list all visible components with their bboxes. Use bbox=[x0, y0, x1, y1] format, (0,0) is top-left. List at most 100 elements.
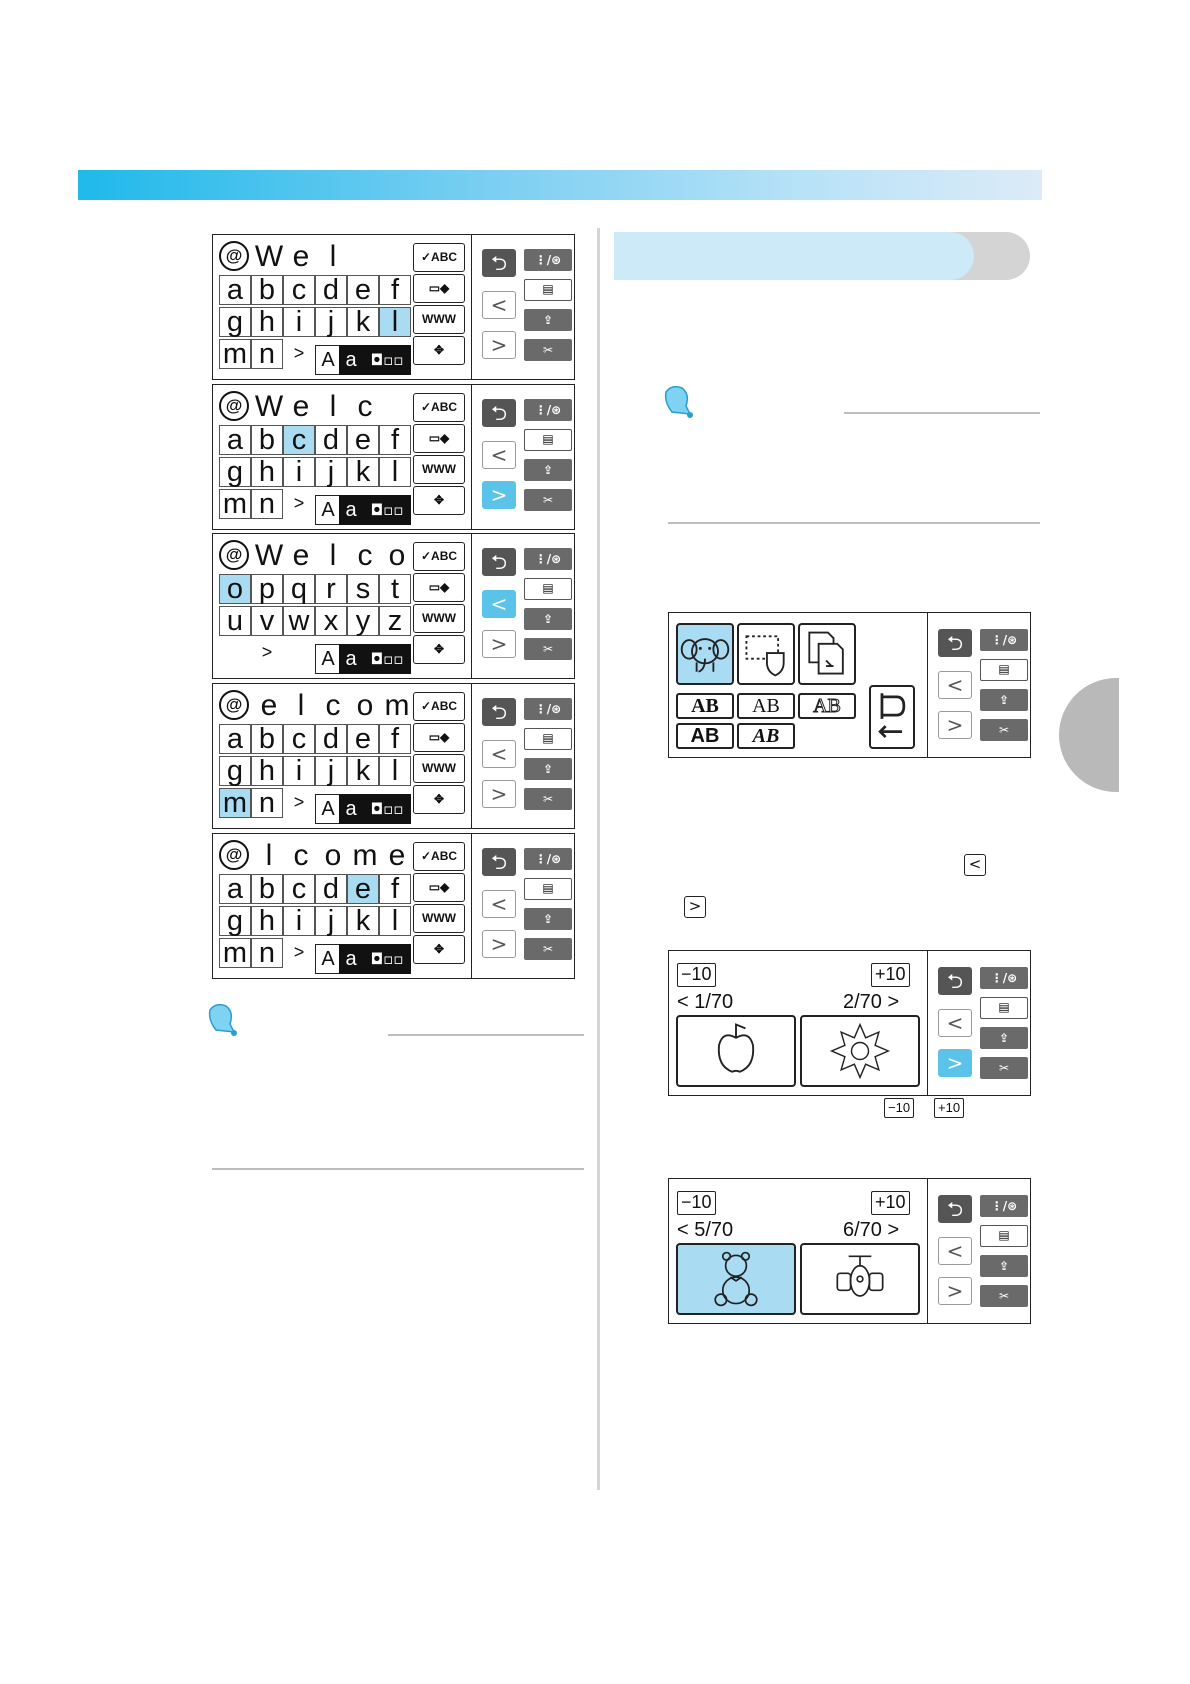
stitch-button[interactable]: ✂ bbox=[524, 638, 572, 660]
stitch-density-button[interactable]: WWW bbox=[413, 754, 465, 783]
memory-pattern-button[interactable] bbox=[798, 623, 856, 685]
char-size-button[interactable]: ◘▫▫ bbox=[363, 345, 411, 375]
check-abc-button[interactable]: ✓ABC bbox=[413, 393, 465, 422]
char-key[interactable]: x bbox=[315, 606, 347, 636]
next-page-button[interactable]: > bbox=[482, 930, 516, 958]
delete-char-button[interactable]: ▭◆ bbox=[413, 873, 465, 902]
char-key[interactable]: e bbox=[347, 874, 379, 904]
char-key[interactable]: i bbox=[283, 307, 315, 337]
back-button[interactable]: ⮌ bbox=[482, 548, 516, 576]
back-button[interactable]: ⮌ bbox=[938, 1195, 972, 1223]
more-chars-button[interactable]: > bbox=[293, 493, 305, 513]
more-chars-button[interactable]: > bbox=[293, 942, 305, 962]
char-key[interactable]: q bbox=[283, 574, 315, 604]
char-key[interactable]: c bbox=[283, 275, 315, 305]
font-button-4[interactable]: AB bbox=[676, 723, 734, 749]
font-button-5[interactable]: AB bbox=[737, 723, 795, 749]
char-key[interactable]: b bbox=[251, 874, 283, 904]
char-size-button[interactable]: ◘▫▫ bbox=[363, 794, 411, 824]
stitch-button[interactable]: ✂ bbox=[524, 938, 572, 960]
file-button[interactable]: ▤ bbox=[980, 997, 1028, 1019]
stitch-button[interactable]: ✂ bbox=[524, 788, 572, 810]
next-page-button[interactable]: > bbox=[482, 481, 516, 509]
char-key[interactable]: g bbox=[219, 307, 251, 337]
close-button[interactable]: ⋮/⊛ bbox=[524, 548, 572, 570]
char-key[interactable]: l bbox=[379, 906, 411, 936]
more-chars-button[interactable]: > bbox=[293, 343, 305, 363]
char-key[interactable]: h bbox=[251, 906, 283, 936]
char-key[interactable]: g bbox=[219, 457, 251, 487]
hoop-return-button[interactable] bbox=[869, 685, 915, 749]
char-key[interactable]: a bbox=[219, 425, 251, 455]
uppercase-button[interactable]: A bbox=[315, 345, 341, 375]
char-key[interactable]: z bbox=[379, 606, 411, 636]
save-button[interactable]: ⇪ bbox=[524, 608, 572, 630]
char-key[interactable]: w bbox=[283, 606, 315, 636]
char-key[interactable]: n bbox=[251, 339, 283, 369]
char-key[interactable]: s bbox=[347, 574, 379, 604]
move-button[interactable]: ✥ bbox=[413, 486, 465, 515]
char-key[interactable]: y bbox=[347, 606, 379, 636]
more-chars-button[interactable]: > bbox=[293, 792, 305, 812]
file-button[interactable]: ▤ bbox=[980, 659, 1028, 681]
file-button[interactable]: ▤ bbox=[524, 279, 572, 301]
char-key[interactable]: d bbox=[315, 275, 347, 305]
save-button[interactable]: ⇪ bbox=[524, 459, 572, 481]
prev-page-button[interactable]: < bbox=[938, 1237, 972, 1265]
check-abc-button[interactable]: ✓ABC bbox=[413, 692, 465, 721]
back-button[interactable]: ⮌ bbox=[482, 399, 516, 427]
back-button[interactable]: ⮌ bbox=[482, 249, 516, 277]
plus-10-button[interactable]: +10 bbox=[871, 1191, 910, 1215]
char-key[interactable]: b bbox=[251, 275, 283, 305]
char-key[interactable]: k bbox=[347, 307, 379, 337]
char-key[interactable]: l bbox=[379, 457, 411, 487]
char-key[interactable]: d bbox=[315, 724, 347, 754]
char-key[interactable]: m bbox=[219, 938, 251, 968]
font-button-1[interactable]: AB bbox=[676, 693, 734, 719]
prev-page-button[interactable]: < bbox=[482, 291, 516, 319]
uppercase-button[interactable]: A bbox=[315, 794, 341, 824]
char-key[interactable]: e bbox=[347, 275, 379, 305]
back-button[interactable]: ⮌ bbox=[482, 698, 516, 726]
char-key[interactable]: a bbox=[219, 275, 251, 305]
file-button[interactable]: ▤ bbox=[524, 578, 572, 600]
char-key[interactable]: h bbox=[251, 307, 283, 337]
char-key[interactable]: g bbox=[219, 906, 251, 936]
delete-char-button[interactable]: ▭◆ bbox=[413, 274, 465, 303]
move-button[interactable]: ✥ bbox=[413, 785, 465, 814]
lowercase-button[interactable]: a bbox=[339, 495, 363, 525]
lowercase-button[interactable]: a bbox=[339, 644, 363, 674]
frame-pattern-button[interactable] bbox=[737, 623, 795, 685]
char-key[interactable]: h bbox=[251, 457, 283, 487]
pattern-airplane-button[interactable] bbox=[800, 1243, 920, 1315]
check-abc-button[interactable]: ✓ABC bbox=[413, 842, 465, 871]
char-key[interactable]: n bbox=[251, 938, 283, 968]
next-page-button[interactable]: > bbox=[482, 780, 516, 808]
char-key[interactable]: i bbox=[283, 906, 315, 936]
prev-page-button[interactable]: < bbox=[938, 671, 972, 699]
stitch-button[interactable]: ✂ bbox=[980, 719, 1028, 741]
save-button[interactable]: ⇪ bbox=[980, 689, 1028, 711]
char-key[interactable]: j bbox=[315, 457, 347, 487]
lowercase-button[interactable]: a bbox=[339, 345, 363, 375]
char-key[interactable]: c bbox=[283, 724, 315, 754]
char-key[interactable]: h bbox=[251, 756, 283, 786]
stitch-density-button[interactable]: WWW bbox=[413, 604, 465, 633]
save-button[interactable]: ⇪ bbox=[524, 758, 572, 780]
plus-10-button[interactable]: +10 bbox=[871, 963, 910, 987]
char-key[interactable]: e bbox=[347, 425, 379, 455]
stitch-button[interactable]: ✂ bbox=[524, 489, 572, 511]
move-button[interactable]: ✥ bbox=[413, 336, 465, 365]
delete-char-button[interactable]: ▭◆ bbox=[413, 723, 465, 752]
next-page-button[interactable]: > bbox=[938, 1049, 972, 1077]
char-key[interactable]: t bbox=[379, 574, 411, 604]
char-key[interactable]: k bbox=[347, 457, 379, 487]
back-button[interactable]: ⮌ bbox=[938, 629, 972, 657]
char-key[interactable]: f bbox=[379, 874, 411, 904]
stitch-button[interactable]: ✂ bbox=[980, 1285, 1028, 1307]
save-button[interactable]: ⇪ bbox=[980, 1027, 1028, 1049]
check-abc-button[interactable]: ✓ABC bbox=[413, 542, 465, 571]
char-key[interactable]: g bbox=[219, 756, 251, 786]
file-button[interactable]: ▤ bbox=[524, 429, 572, 451]
char-key[interactable]: i bbox=[283, 457, 315, 487]
